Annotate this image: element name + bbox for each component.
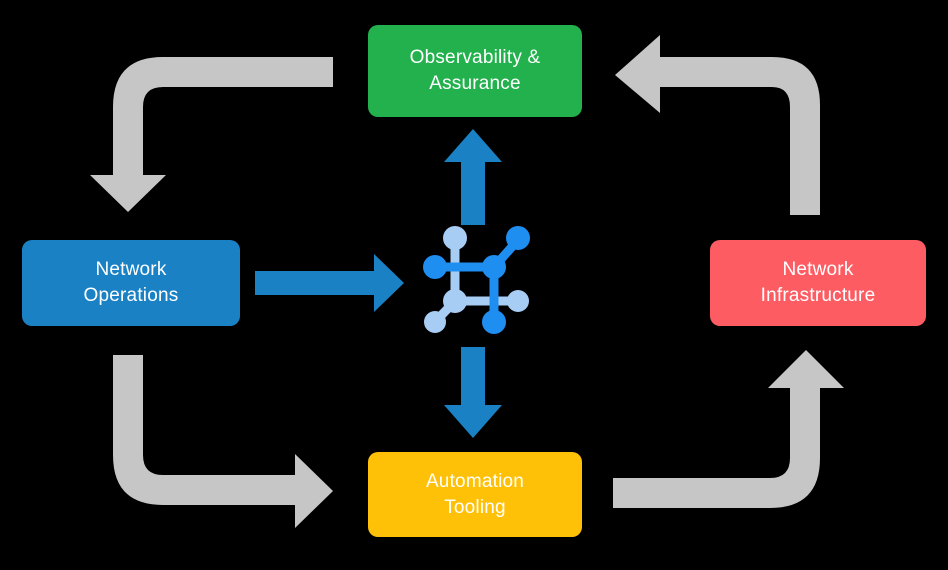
arrow-operations-to-automation [113, 355, 333, 528]
box-automation-tooling-line2: Tooling [444, 496, 506, 518]
box-observability-label: Observability & Assurance [410, 45, 541, 96]
box-network-operations-line2: Operations [83, 285, 179, 306]
box-network-infrastructure-line1: Network [782, 259, 854, 281]
box-network-infrastructure-label: Network Infrastructure [761, 257, 876, 308]
box-network-infrastructure[interactable]: Network Infrastructure [710, 240, 926, 326]
box-network-infrastructure-line2: Infrastructure [760, 285, 876, 306]
arrow-operations-to-center [255, 254, 404, 312]
box-automation-tooling-line1: Automation [425, 470, 525, 492]
arrow-observability-to-operations [90, 57, 333, 212]
arrow-center-to-automation [444, 347, 502, 438]
arrow-automation-to-infrastructure [613, 350, 844, 508]
arrow-infrastructure-to-observability [615, 35, 820, 215]
network-topology-icon [423, 226, 530, 334]
box-observability-line2: Assurance [429, 73, 521, 94]
box-network-operations[interactable]: Network Operations [22, 240, 240, 326]
box-observability-assurance[interactable]: Observability & Assurance [368, 25, 582, 117]
arrow-center-to-observability [444, 129, 502, 225]
box-network-operations-label: Network Operations [84, 257, 179, 308]
box-network-operations-line1: Network [95, 259, 167, 281]
box-observability-line1: Observability & [409, 47, 541, 69]
box-automation-tooling[interactable]: Automation Tooling [368, 452, 582, 537]
box-automation-tooling-label: Automation Tooling [426, 469, 524, 520]
